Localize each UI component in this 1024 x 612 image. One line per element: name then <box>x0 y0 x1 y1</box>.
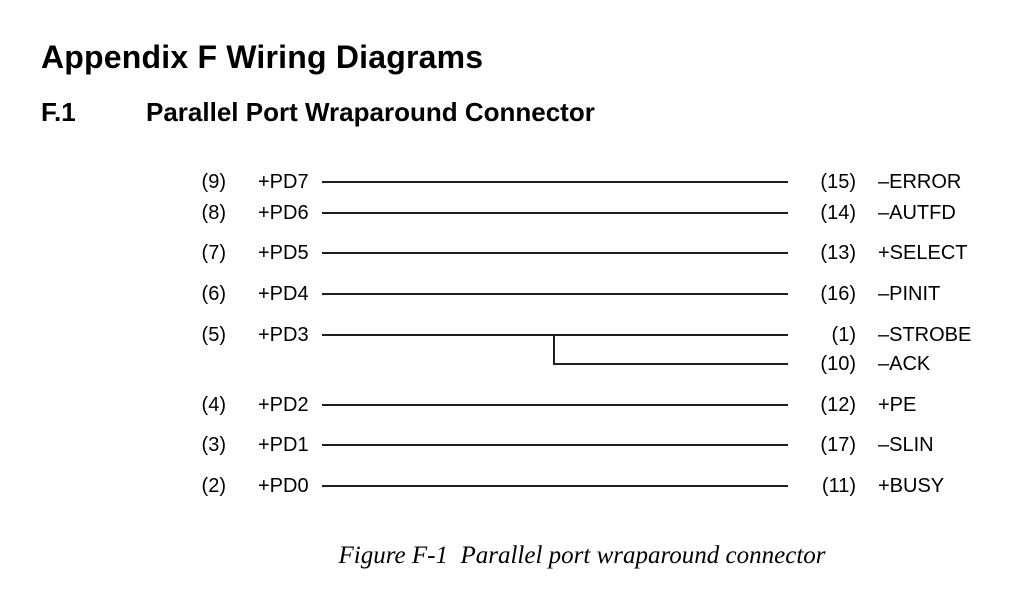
wiring-row-pd7: (9) +PD7 (15) –ERROR <box>0 169 1024 195</box>
signal-label-left: +PD0 <box>258 475 309 497</box>
pin-number-right: (14) <box>820 202 856 224</box>
wire-line <box>322 444 788 446</box>
wiring-row-pd4: (6) +PD4 (16) –PINIT <box>0 281 1024 307</box>
pin-number-right: (12) <box>820 394 856 416</box>
pin-number-right: (11) <box>821 475 856 497</box>
signal-label-right: –ACK <box>878 353 931 375</box>
wire-line <box>322 334 788 336</box>
pin-number-right: (15) <box>820 171 856 193</box>
signal-label-right: –ERROR <box>878 171 962 193</box>
signal-label-right: –AUTFD <box>878 202 956 224</box>
wire-line <box>322 181 788 183</box>
pin-number-left: (4) <box>201 394 226 416</box>
wire-line <box>322 212 788 214</box>
signal-label-left: +PD1 <box>258 434 309 456</box>
wire-line <box>322 293 788 295</box>
pin-number-right: (16) <box>820 283 856 305</box>
wire-line <box>322 485 788 487</box>
pin-number-left: (9) <box>201 171 226 193</box>
signal-label-left: +PD2 <box>258 394 309 416</box>
section-title: Parallel Port Wraparound Connector <box>146 97 595 127</box>
pin-number-left: (6) <box>201 283 226 305</box>
signal-label-right: –STROBE <box>878 324 972 346</box>
wire-branch-vertical <box>553 334 555 365</box>
section-number: F.1 <box>41 97 76 127</box>
pin-number-left: (7) <box>201 242 226 264</box>
signal-label-left: +PD7 <box>258 171 309 193</box>
wiring-row-pd2: (4) +PD2 (12) +PE <box>0 392 1024 418</box>
wiring-row-ack: (10) –ACK <box>0 351 1024 377</box>
signal-label-left: +PD6 <box>258 202 309 224</box>
signal-label-right: –PINIT <box>878 283 941 305</box>
wiring-row-pd5: (7) +PD5 (13) +SELECT <box>0 240 1024 266</box>
pin-number-right: (17) <box>820 434 856 456</box>
signal-label-left: +PD3 <box>258 324 309 346</box>
page-title: Appendix F Wiring Diagrams <box>41 39 484 76</box>
pin-number-left: (3) <box>201 434 226 456</box>
wire-line-branch <box>554 363 788 365</box>
pin-number-right: (1) <box>831 324 856 346</box>
pin-number-left: (8) <box>201 202 226 224</box>
wiring-row-pd6: (8) +PD6 (14) –AUTFD <box>0 200 1024 226</box>
figure-caption: Figure F-1 Parallel port wraparound conn… <box>338 542 826 569</box>
pin-number-right: (10) <box>820 353 856 375</box>
wiring-row-pd1: (3) +PD1 (17) –SLIN <box>0 432 1024 458</box>
wiring-row-pd3-strobe: (5) +PD3 (1) –STROBE <box>0 322 1024 348</box>
wire-line <box>322 252 788 254</box>
pin-number-left: (2) <box>201 475 226 497</box>
signal-label-right: +PE <box>878 394 917 416</box>
signal-label-left: +PD4 <box>258 283 309 305</box>
pin-number-left: (5) <box>201 324 226 346</box>
signal-label-right: +SELECT <box>878 242 968 264</box>
signal-label-right: –SLIN <box>878 434 934 456</box>
wiring-row-pd0: (2) +PD0 (11) +BUSY <box>0 473 1024 499</box>
wire-line <box>322 404 788 406</box>
pin-number-right: (13) <box>820 242 856 264</box>
signal-label-left: +PD5 <box>258 242 309 264</box>
signal-label-right: +BUSY <box>878 475 945 497</box>
